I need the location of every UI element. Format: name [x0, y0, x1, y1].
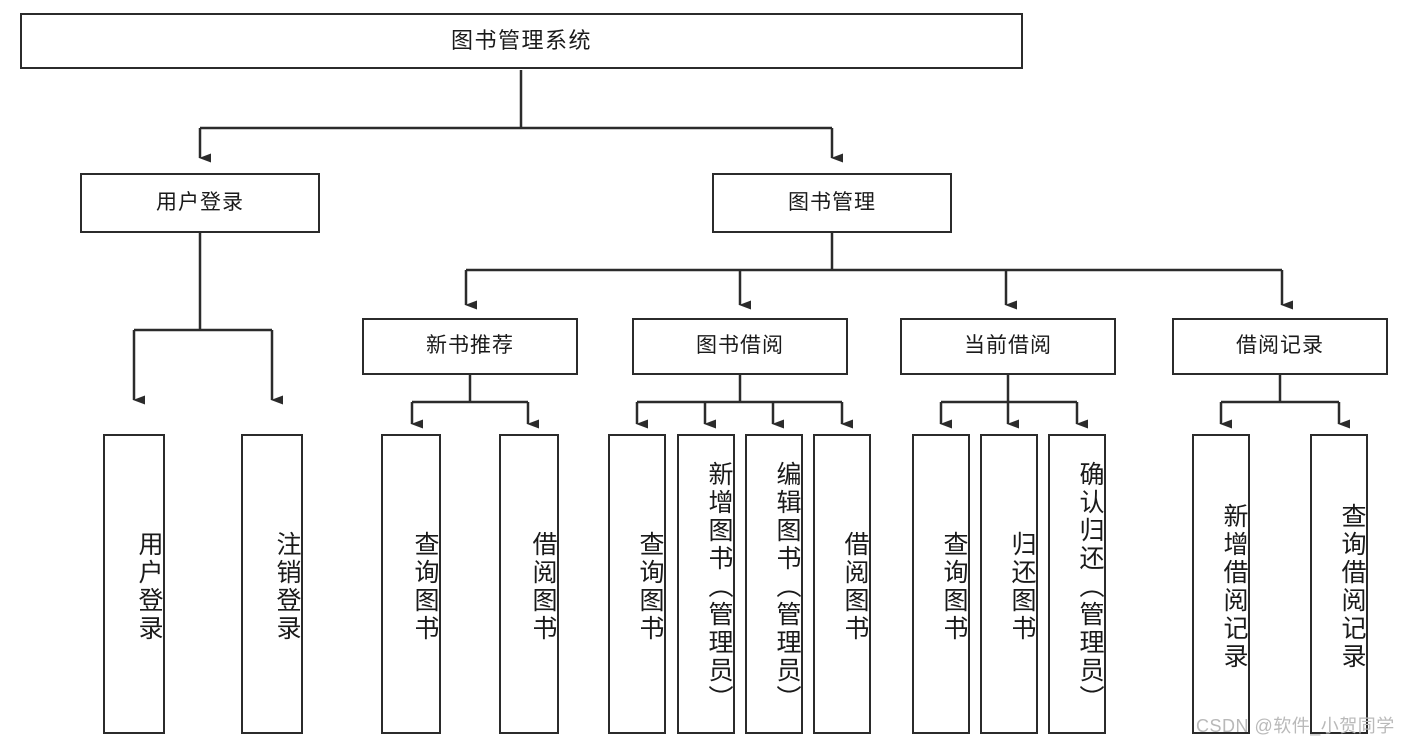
leaf-new-book-query[interactable]: 查询图书 [381, 434, 441, 734]
node-current-borrow[interactable]: 当前借阅 [900, 318, 1116, 375]
leaf-borrow-record-add[interactable]: 新增借阅记录 [1192, 434, 1250, 734]
leaf-borrow-record-query[interactable]: 查询借阅记录 [1310, 434, 1368, 734]
leaf-book-borrow-edit[interactable]: 编辑图书（管理员） [745, 434, 803, 734]
watermark-text: CSDN @软件_小贺同学 [1196, 716, 1395, 736]
leaf-new-book-borrow[interactable]: 借阅图书 [499, 434, 559, 734]
node-book-management[interactable]: 图书管理 [712, 173, 952, 233]
leaf-current-borrow-return[interactable]: 归还图书 [980, 434, 1038, 734]
leaf-current-borrow-confirm-return[interactable]: 确认归还（管理员） [1048, 434, 1106, 734]
leaf-user-login-logout[interactable]: 注销登录 [241, 434, 303, 734]
leaf-book-borrow-query[interactable]: 查询图书 [608, 434, 666, 734]
node-new-book-recommend[interactable]: 新书推荐 [362, 318, 578, 375]
leaf-user-login-login[interactable]: 用户登录 [103, 434, 165, 734]
node-root-system[interactable]: 图书管理系统 [20, 13, 1023, 69]
leaf-current-borrow-query[interactable]: 查询图书 [912, 434, 970, 734]
node-borrow-record[interactable]: 借阅记录 [1172, 318, 1388, 375]
node-book-borrow[interactable]: 图书借阅 [632, 318, 848, 375]
leaf-book-borrow-add[interactable]: 新增图书（管理员） [677, 434, 735, 734]
leaf-book-borrow-borrow[interactable]: 借阅图书 [813, 434, 871, 734]
node-user-login[interactable]: 用户登录 [80, 173, 320, 233]
